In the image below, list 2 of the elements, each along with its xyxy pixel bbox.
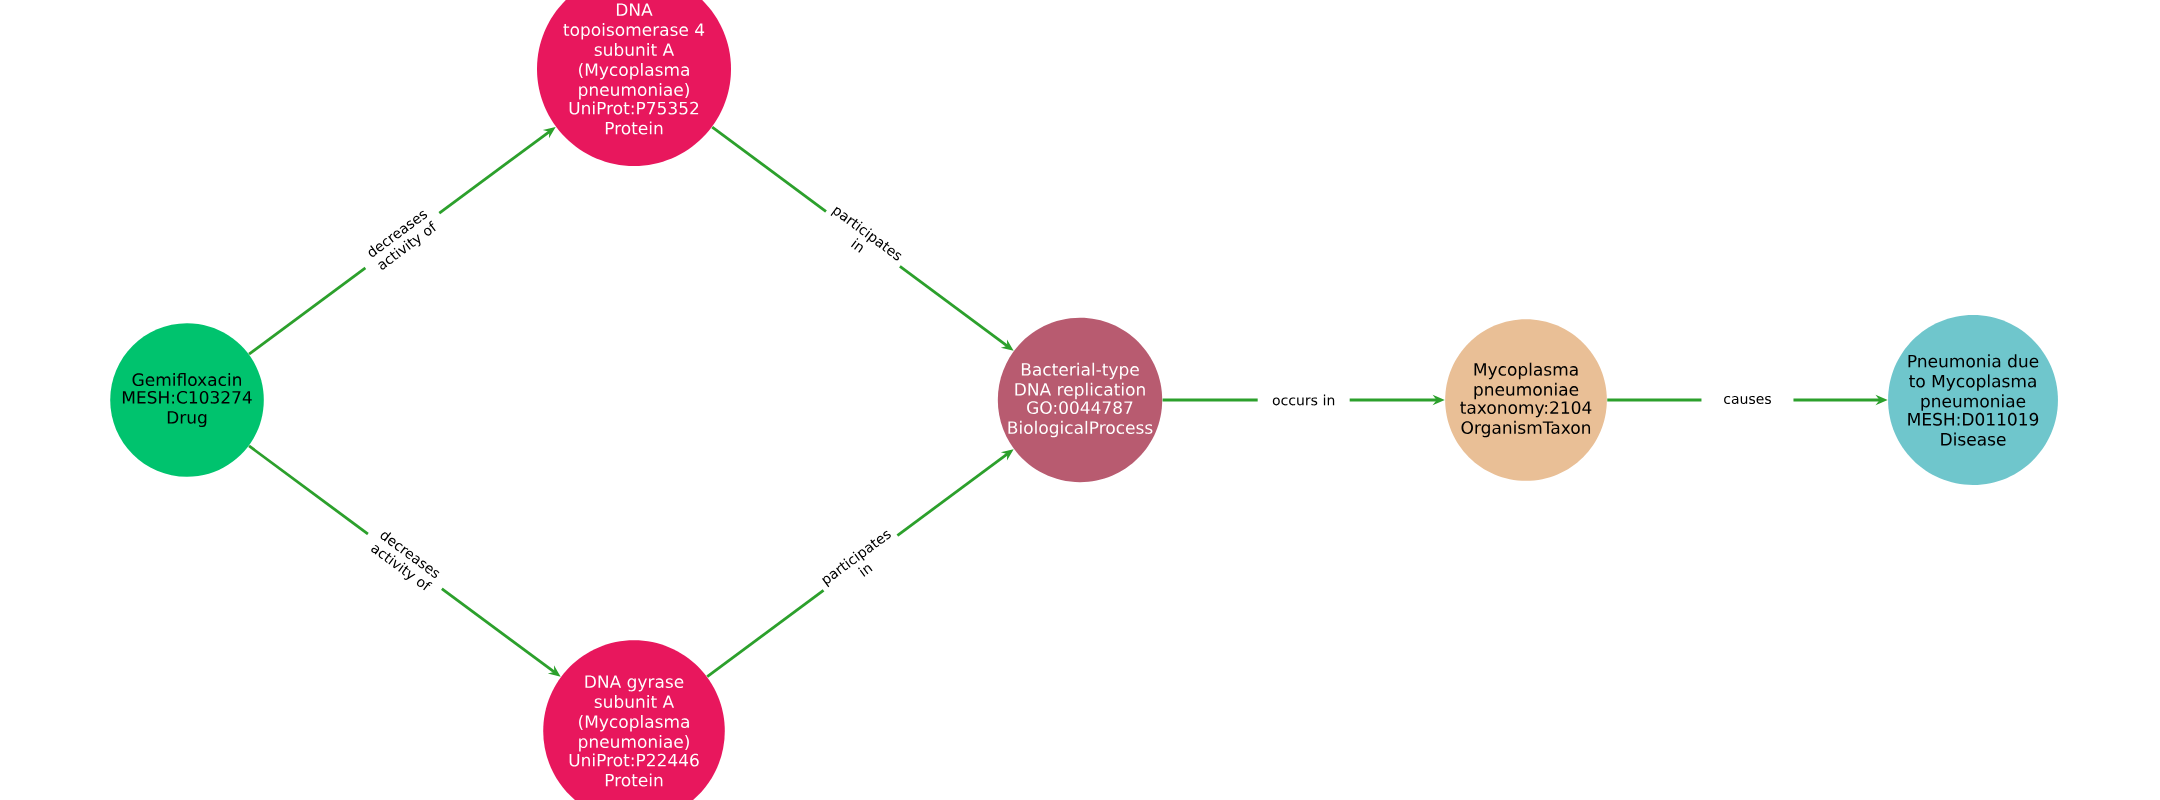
- edge-label: occurs in: [1272, 394, 1335, 406]
- edge-label: causes: [1724, 396, 1771, 404]
